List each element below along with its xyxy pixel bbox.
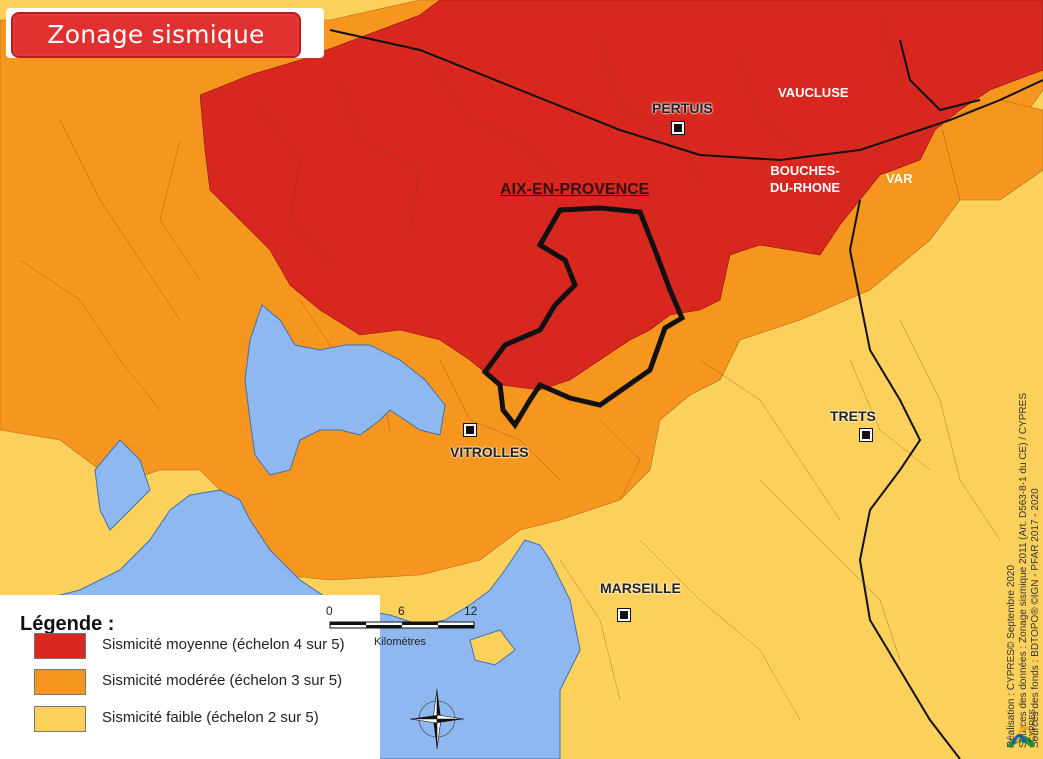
square-marker-icon bbox=[859, 428, 873, 442]
cypres-logo-icon bbox=[1007, 725, 1035, 748]
dept-label-bouches-du-rhone: BOUCHES- DU-RHONE bbox=[760, 162, 850, 196]
scale-tick-12: 12 bbox=[464, 604, 478, 618]
compass-rose-icon bbox=[409, 688, 465, 750]
square-marker-icon bbox=[463, 423, 477, 437]
legend-swatch-faible bbox=[34, 706, 86, 732]
map-title: Zonage sismique bbox=[11, 12, 301, 58]
port-water bbox=[94, 439, 151, 531]
etang-de-berre bbox=[244, 304, 446, 476]
zone-moyenne-area bbox=[199, 0, 1043, 391]
legend-label-moderee: Sismicité modérée (échelon 3 sur 5) bbox=[102, 672, 343, 689]
square-marker-icon bbox=[671, 121, 685, 135]
legend-swatch-moyenne bbox=[34, 633, 86, 659]
islands bbox=[469, 629, 516, 666]
department-borders bbox=[329, 29, 1043, 759]
title-panel: Zonage sismique bbox=[6, 8, 324, 58]
aix-commune-outline bbox=[481, 205, 686, 430]
scale-bar: 0 6 12 Kilomètres bbox=[322, 604, 482, 654]
credit-realisation: Réalisation : CYPRES© Septembre 2020 bbox=[1006, 564, 1017, 748]
scale-bar-graphic bbox=[329, 621, 475, 629]
legend-label-faible: Sismicité faible (échelon 2 sur 5) bbox=[102, 709, 319, 726]
legend-label-moyenne: Sismicité moyenne (échelon 4 sur 5) bbox=[102, 636, 345, 653]
city-label-trets: TRETS bbox=[830, 408, 876, 424]
credit-sources-donnees: Sources des données : Zonage sismique 20… bbox=[1018, 393, 1029, 748]
logo-text: CYPRES bbox=[1028, 709, 1037, 742]
city-label-marseille: MARSEILLE bbox=[600, 580, 681, 596]
legend-panel: Légende : Sismicité moyenne (échelon 4 s… bbox=[0, 595, 380, 759]
map-credits: Réalisation : CYPRES© Septembre 2020 Sou… bbox=[1006, 348, 1042, 748]
credit-sources-fonds: Sources des fonds : BDTOPO® ©IGN - PFAR … bbox=[1030, 488, 1041, 748]
dept-label-bouches-line1: BOUCHES- bbox=[770, 163, 840, 178]
dept-label-var: VAR bbox=[886, 171, 913, 186]
city-label-vitrolles: VITROLLES bbox=[450, 444, 529, 460]
legend-swatch-moderee bbox=[34, 669, 86, 695]
legend-title: Légende : bbox=[20, 613, 115, 635]
commune-boundaries bbox=[19, 19, 1001, 721]
dept-label-vaucluse: VAUCLUSE bbox=[778, 85, 849, 100]
scale-unit: Kilomètres bbox=[374, 636, 426, 648]
dept-label-bouches-line2: DU-RHONE bbox=[769, 180, 841, 195]
city-label-aix-en-provence: AIX-EN-PROVENCE bbox=[500, 181, 650, 198]
square-marker-icon bbox=[617, 608, 631, 622]
scale-tick-6: 6 bbox=[398, 604, 405, 618]
scale-tick-0: 0 bbox=[326, 604, 333, 618]
city-label-pertuis: PERTUIS bbox=[652, 100, 713, 116]
